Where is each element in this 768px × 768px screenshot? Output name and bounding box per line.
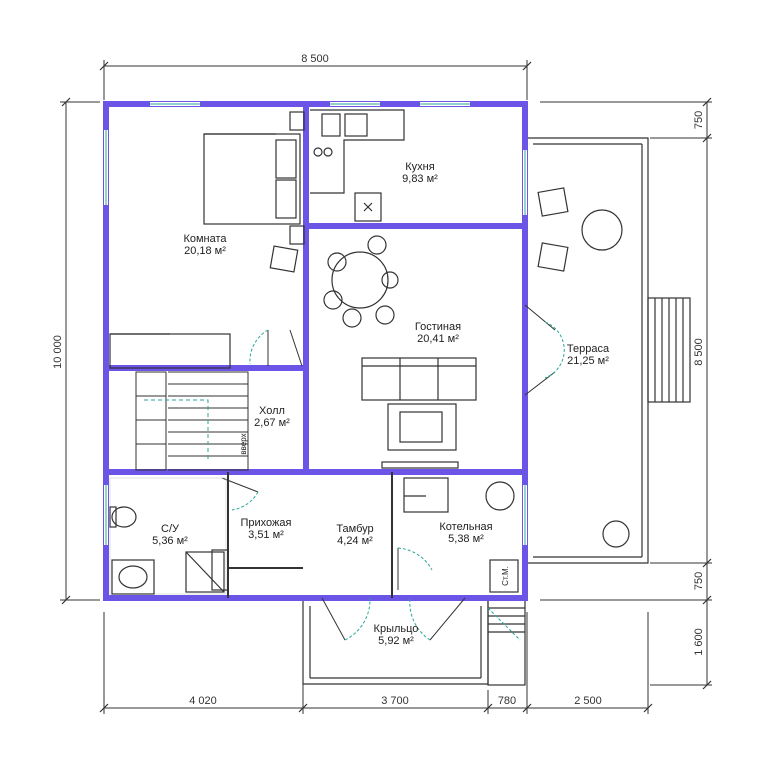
kitchen-furniture	[310, 109, 405, 222]
living-furniture	[323, 235, 477, 469]
boiler-tank	[485, 481, 515, 511]
dining-table	[331, 251, 389, 309]
nightstand	[289, 111, 305, 131]
dim-bottom-2: 3 700	[381, 695, 409, 707]
dim-left-total: 10 000	[52, 335, 64, 369]
dim-right-bottom: 750	[693, 572, 705, 590]
dim-right-terrace: 8 500	[693, 338, 705, 366]
room-name-porch: Крыльцо	[374, 623, 419, 635]
bathroom-fixtures	[109, 477, 229, 595]
room-area-kitchen: 9,83 м²	[402, 173, 438, 185]
stair-mark: вверх	[239, 433, 248, 454]
nightstand-2	[289, 225, 305, 245]
room-area-porch: 5,92 м²	[378, 635, 414, 647]
room-area-vestibule: 4,24 м²	[337, 535, 373, 547]
room-name-bathroom: С/У	[161, 523, 180, 535]
coffee-table	[387, 403, 457, 451]
shower	[185, 551, 225, 593]
washer	[489, 559, 519, 593]
dim-bottom-3: 780	[498, 695, 516, 707]
room-area-entry: 3,51 м²	[248, 529, 284, 541]
boiler-fixtures	[403, 477, 519, 593]
boiler-mark: Ст.М.	[501, 566, 510, 586]
room-labels: Комната 20,18 м² Кухня 9,83 м² Гостиная …	[152, 161, 610, 647]
tv-stand	[381, 461, 459, 469]
room-name-bedroom: Комната	[183, 233, 227, 245]
room-name-terrace: Терраса	[567, 343, 610, 355]
terrace-furniture	[537, 187, 630, 548]
porch-outline	[302, 599, 526, 686]
room-area-living: 20,41 м²	[417, 333, 459, 345]
bedroom-furniture	[109, 111, 305, 369]
windows	[104, 102, 527, 545]
dim-right-porch: 1 600	[693, 628, 705, 656]
dimension-ticks	[61, 61, 712, 713]
room-area-bathroom: 5,36 м²	[152, 535, 188, 547]
window-glass	[105, 103, 526, 545]
doors	[221, 304, 565, 641]
room-area-hall: 2,67 м²	[254, 417, 290, 429]
terrace-table	[581, 209, 623, 251]
dim-right-top: 750	[693, 111, 705, 129]
dim-bottom-1: 4 020	[189, 695, 217, 707]
bathtub	[111, 559, 155, 595]
grill	[602, 520, 630, 548]
room-name-entry: Прихожая	[241, 517, 292, 529]
dim-bottom-4: 2 500	[574, 695, 602, 707]
bed	[203, 133, 301, 225]
room-area-bedroom: 20,18 м²	[184, 245, 226, 257]
walls	[103, 101, 528, 601]
room-name-living: Гостиная	[415, 321, 461, 333]
room-name-kitchen: Кухня	[405, 161, 434, 173]
wardrobe	[109, 333, 231, 369]
armchair	[269, 245, 299, 273]
room-name-vestibule: Тамбур	[336, 523, 373, 535]
room-area-boiler: 5,38 м²	[448, 533, 484, 545]
dimension-lines	[60, 60, 712, 714]
dim-top-total: 8 500	[301, 53, 329, 65]
terrace-outline	[527, 137, 691, 564]
stairs	[135, 371, 249, 471]
radiator	[211, 549, 229, 591]
sofa	[361, 357, 477, 401]
room-area-terrace: 21,25 м²	[567, 355, 609, 367]
room-name-hall: Холл	[259, 405, 285, 417]
toilet	[111, 506, 137, 528]
room-name-boiler: Котельная	[439, 521, 492, 533]
